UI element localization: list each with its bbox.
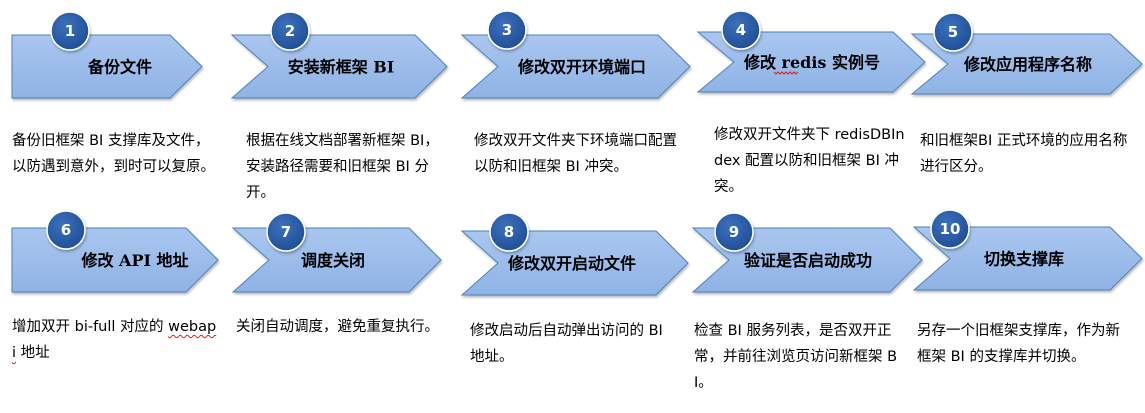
step-7-title: 调度关闭 [301, 251, 365, 270]
step-8-description: 修改启动后自动弹出访问的 BI 地址。 [470, 323, 663, 365]
step-number-circle [933, 12, 973, 52]
spellcheck-word: webapi [12, 319, 217, 361]
step-1-badge: 1 [50, 11, 90, 51]
step-number-circle [721, 10, 761, 50]
step-number-label: 8 [504, 223, 514, 241]
step-7-badge: 7 [266, 212, 306, 252]
step-8-title: 修改双开启动文件 [507, 254, 636, 273]
step-7-description: 关闭自动调度，避免重复执行。 [236, 319, 439, 335]
step-6-badge: 6 [46, 210, 86, 250]
chevron-arrow-shape [696, 31, 926, 93]
step-8-badge: 8 [489, 212, 529, 252]
chevron-arrow-shape [910, 33, 1143, 95]
step-number-label: 3 [502, 21, 512, 39]
step-10-chevron: 切换支撑库 [912, 226, 1143, 291]
step-5-badge: 5 [933, 12, 973, 52]
step-number-circle [714, 212, 754, 252]
step-5-title: 修改应用程序名称 [963, 55, 1092, 74]
step-2-title: 安装新框架 BI [288, 58, 395, 77]
step-number-label: 1 [65, 22, 75, 40]
step-1-chevron: 备份文件 [11, 34, 203, 99]
step-3-title: 修改双开环境端口 [517, 58, 646, 77]
step-number-label: 10 [940, 220, 961, 238]
step-10-title: 切换支撑库 [984, 250, 1064, 269]
step-6-title: 修改 API 地址 [80, 251, 188, 270]
step-7-chevron: 调度关闭 [231, 227, 442, 293]
step-10-description: 另存一个旧框架支撑库，作为新框架 BI 的支撑库并切换。 [917, 323, 1120, 365]
chevron-arrow-shape [230, 34, 448, 99]
step-2-chevron: 安装新框架 BI [230, 34, 448, 99]
step-number-label: 4 [736, 21, 746, 39]
step-9-chevron: 验证是否启动成功 [691, 227, 923, 293]
step-1-description: 备份旧框架 BI 支撑库及文件，以防遇到意外，到时可以复原。 [12, 133, 215, 175]
step-5-chevron: 修改应用程序名称 [910, 33, 1143, 95]
step-5-description: 和旧框架BI 正式环境的应用名称进行区分。 [920, 133, 1128, 175]
step-2-badge: 2 [270, 11, 310, 51]
step-4-badge: 4 [721, 10, 761, 50]
step-number-circle [46, 210, 86, 250]
step-4-chevron: 修改 redis 实例号 [696, 31, 926, 93]
step-number-label: 5 [948, 23, 958, 41]
spellcheck-underline [773, 71, 799, 75]
step-9-badge: 9 [714, 212, 754, 252]
step-number-label: 7 [281, 223, 291, 241]
step-number-circle [270, 11, 310, 51]
chevron-arrow-shape [460, 34, 691, 99]
step-4-description: 修改双开文件夹下 redisDBIndex 配置以防和旧框架 BI 冲突。 [714, 127, 905, 195]
chevron-arrow-shape [691, 227, 923, 293]
step-number-circle [489, 212, 529, 252]
step-9-title: 验证是否启动成功 [744, 251, 872, 270]
step-number-circle [930, 209, 970, 249]
step-9-description: 检查 BI 服务列表，是否双开正常，并前往浏览页访问新框架 BI。 [694, 323, 898, 391]
step-1-title: 备份文件 [87, 58, 152, 77]
step-4-title: 修改 redis 实例号 [743, 53, 880, 72]
step-2-description: 根据在线文档部署新框架 BI，安装路径需要和旧框架 BI 分开。 [246, 133, 439, 201]
step-number-circle [487, 10, 527, 50]
chevron-arrow-shape [912, 226, 1143, 291]
step-6-description: 增加双开 bi-full 对应的 webapi 地址 [12, 319, 217, 361]
step-3-badge: 3 [487, 10, 527, 50]
step-10-badge: 10 [930, 209, 970, 249]
step-number-label: 6 [61, 221, 71, 239]
step-3-description: 修改双开文件夹下环境端口配置以防和旧框架 BI 冲突。 [474, 133, 677, 175]
step-number-circle [50, 11, 90, 51]
step-number-label: 9 [729, 223, 739, 241]
step-number-label: 2 [285, 22, 295, 40]
step-3-chevron: 修改双开环境端口 [460, 34, 691, 99]
step-number-circle [266, 212, 306, 252]
step-6-chevron: 修改 API 地址 [11, 227, 219, 293]
chevron-arrow-shape [11, 34, 203, 99]
